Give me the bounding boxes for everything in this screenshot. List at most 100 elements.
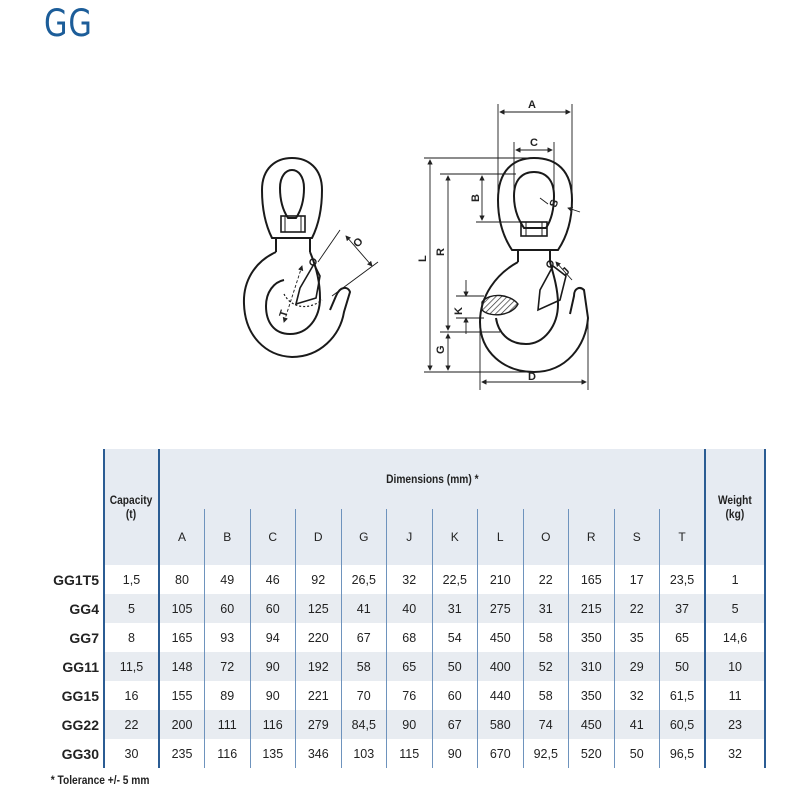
column-header-j: J (386, 509, 432, 565)
dimension-cell-b: 93 (204, 623, 250, 652)
dimension-cell-g: 84,5 (340, 710, 387, 739)
dimension-cell-g: 26,5 (340, 565, 387, 594)
dimension-cell-d: 92 (295, 565, 341, 594)
dimension-cell-b: 72 (204, 652, 250, 681)
dimension-cell-g: 67 (340, 623, 387, 652)
weight-header: Weight (kg) (704, 449, 767, 565)
dimension-cell-r: 520 (568, 739, 614, 768)
dimension-cell-j: 115 (386, 739, 432, 768)
dimension-cell-b: 89 (204, 681, 250, 710)
dimension-cell-t: 37 (659, 594, 706, 623)
tolerance-footnote: * Tolerance +/- 5 mm (50, 773, 150, 787)
capacity-cell: 30 (103, 739, 159, 768)
dimension-cell-l: 670 (477, 739, 523, 768)
column-header-b: B (204, 509, 250, 565)
dimension-cell-a: 200 (158, 710, 205, 739)
dimension-cell-o: 74 (522, 710, 569, 739)
dimension-cell-t: 23,5 (659, 565, 706, 594)
hook-front-view (242, 156, 379, 359)
label-S: S (548, 198, 562, 209)
dimension-cell-s: 41 (613, 710, 660, 739)
column-header-l: L (477, 509, 523, 565)
dimension-cell-k: 50 (431, 652, 478, 681)
dimension-cell-l: 210 (477, 565, 523, 594)
page-title: GG (44, 2, 93, 45)
capacity-cell: 1,5 (103, 565, 159, 594)
capacity-cell: 16 (103, 681, 159, 710)
column-header-c: C (249, 509, 296, 565)
dimension-cell-c: 60 (249, 594, 296, 623)
model-cell: GG1T5 (40, 565, 104, 594)
dimension-cell-r: 215 (568, 594, 614, 623)
column-header-d: D (295, 509, 341, 565)
capacity-header: Capacity (t) (103, 449, 159, 565)
dimension-cell-d: 221 (295, 681, 341, 710)
dimension-cell-o: 31 (522, 594, 569, 623)
dimension-cell-g: 41 (340, 594, 387, 623)
dimension-cell-o: 58 (522, 623, 569, 652)
dimension-cell-o: 92,5 (522, 739, 569, 768)
svg-text:O: O (351, 235, 366, 250)
dimension-cell-d: 279 (295, 710, 341, 739)
weight-cell: 1 (704, 565, 767, 594)
dimension-cell-a: 155 (158, 681, 205, 710)
hook-technical-drawing: O T (242, 99, 590, 390)
dimension-cell-s: 35 (613, 623, 660, 652)
label-K: K (453, 307, 465, 315)
column-header-a: A (158, 509, 205, 565)
dimension-cell-b: 111 (204, 710, 250, 739)
dimension-cell-k: 22,5 (431, 565, 478, 594)
dimension-cell-g: 103 (340, 739, 387, 768)
dimension-cell-o: 22 (522, 565, 569, 594)
dimension-cell-l: 275 (477, 594, 523, 623)
weight-header-text: Weight (kg) (718, 493, 752, 521)
dimension-cell-d: 125 (295, 594, 341, 623)
model-header-cell (40, 449, 104, 565)
model-cell: GG11 (40, 652, 104, 681)
weight-cell: 10 (704, 652, 767, 681)
dimension-cell-r: 350 (568, 681, 614, 710)
dimension-cell-c: 94 (249, 623, 296, 652)
weight-cell: 32 (704, 739, 767, 768)
column-header-k: K (431, 509, 478, 565)
dimension-cell-k: 90 (431, 739, 478, 768)
column-header-s: S (613, 509, 660, 565)
dimension-cell-j: 68 (386, 623, 432, 652)
dimension-cell-r: 165 (568, 565, 614, 594)
dimension-cell-a: 105 (158, 594, 205, 623)
dimension-cell-s: 50 (613, 739, 660, 768)
label-R: R (435, 248, 447, 256)
dimension-cell-c: 135 (249, 739, 296, 768)
dimension-cell-j: 65 (386, 652, 432, 681)
capacity-cell: 22 (103, 710, 159, 739)
dimension-cell-g: 70 (340, 681, 387, 710)
dimension-cell-r: 310 (568, 652, 614, 681)
label-A: A (528, 99, 536, 111)
dimension-cell-c: 116 (249, 710, 296, 739)
capacity-header-text: Capacity (t) (110, 493, 153, 521)
dimension-cell-k: 31 (431, 594, 478, 623)
dimension-cell-l: 450 (477, 623, 523, 652)
dimension-cell-t: 50 (659, 652, 706, 681)
dimension-labels: A C B S L R J K G D (417, 99, 572, 383)
dimension-cell-s: 17 (613, 565, 660, 594)
dimension-cell-t: 65 (659, 623, 706, 652)
dimension-cell-c: 90 (249, 652, 296, 681)
weight-cell: 23 (704, 710, 767, 739)
dimension-cell-r: 350 (568, 623, 614, 652)
dimension-cell-k: 67 (431, 710, 478, 739)
weight-cell: 11 (704, 681, 767, 710)
model-cell: GG4 (40, 594, 104, 623)
dimensions-header: Dimensions (mm) * (157, 449, 706, 509)
dimension-cell-j: 32 (386, 565, 432, 594)
model-cell: GG15 (40, 681, 104, 710)
dimension-cell-a: 165 (158, 623, 205, 652)
dimension-cell-k: 60 (431, 681, 478, 710)
dimension-cell-d: 192 (295, 652, 341, 681)
